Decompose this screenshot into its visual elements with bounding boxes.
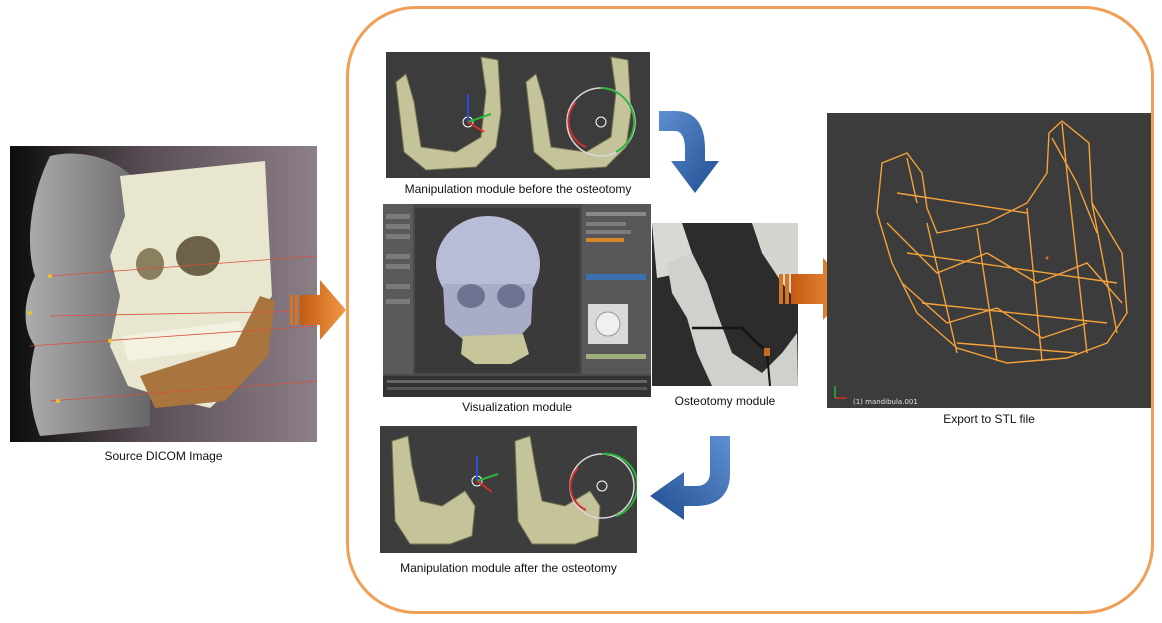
mandible-after-render	[380, 426, 637, 553]
caption-osteotomy: Osteotomy module	[674, 394, 776, 408]
dicom-skull-illustration	[10, 146, 317, 442]
blue-arrow-down	[659, 111, 719, 193]
dicom-image-panel	[10, 146, 317, 442]
blue-arrow-left	[650, 436, 730, 520]
visualization-panel	[383, 204, 651, 397]
caption-export: Export to STL file	[943, 412, 1035, 426]
caption-manipulation-after: Manipulation module after the osteotomy	[400, 561, 617, 575]
visualization-render	[383, 204, 651, 397]
stl-export-panel: (1) mandibula.001	[827, 113, 1151, 408]
caption-visualization: Visualization module	[462, 400, 572, 414]
wireframe-mandible-render	[827, 113, 1151, 408]
viewport-object-label: (1) mandibula.001	[853, 398, 918, 406]
manipulation-after-panel	[380, 426, 637, 553]
mandible-before-render	[386, 52, 650, 178]
module-group-frame	[346, 6, 1154, 614]
osteotomy-render	[652, 223, 798, 386]
manipulation-before-panel	[386, 52, 650, 178]
osteotomy-panel	[652, 223, 798, 386]
caption-source-dicom: Source DICOM Image	[104, 449, 223, 463]
caption-manipulation-before: Manipulation module before the osteotomy	[404, 182, 632, 196]
orange-arrow-to-modules	[290, 280, 346, 340]
